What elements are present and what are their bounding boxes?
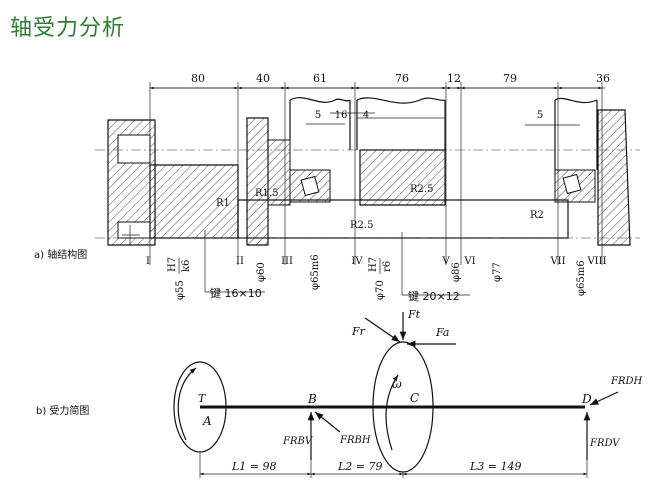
key-label: 键 16×10 [210, 286, 262, 300]
diameter-label: φ60 [256, 262, 267, 282]
dim-label: 76 [395, 72, 409, 85]
force-caption: b) 受力简图 [36, 404, 89, 417]
diameter-label: φ86 [451, 262, 462, 282]
point-label: B [307, 392, 317, 406]
force-label: FRBV [282, 436, 314, 447]
radius-label: R2.5 [410, 184, 433, 195]
radius-label: R1.5 [255, 188, 278, 199]
section-label: VI [463, 256, 475, 267]
section-label: V [441, 256, 450, 267]
fit-denominator: r6 [382, 261, 393, 272]
span-label: L2 = 79 [337, 460, 383, 473]
housing-left [267, 139, 291, 206]
span-label: L3 = 149 [469, 460, 522, 473]
dim-label: 61 [313, 72, 327, 85]
bearing-cover-right [597, 109, 631, 246]
omega-label: ω [392, 377, 402, 391]
span-label: L1 = 98 [231, 460, 277, 473]
point-label: D [581, 392, 592, 406]
radius-label: R2.5 [350, 220, 373, 231]
key-label: 键 20×12 [408, 289, 460, 303]
section-label: IV [351, 256, 363, 267]
torque-label: T [198, 392, 207, 405]
dim-label: 40 [256, 72, 270, 85]
small-dim-label: 5 [537, 110, 543, 121]
point-label: C [410, 391, 419, 405]
force-diagram: b) 受力简图 T A ω C B D Ft Fr Fa FRBV [36, 308, 642, 478]
bearing-2 [554, 169, 596, 203]
diameter-label: φ65m6 [310, 254, 321, 290]
section-labels: I II III IV V VI VII VIII [146, 256, 607, 267]
point-label: A [202, 414, 212, 428]
radius-label: R1 [216, 198, 230, 209]
shaft-assembly [95, 97, 640, 246]
fit-denominator: k6 [181, 260, 192, 272]
diameter-label: φ70 [375, 280, 386, 300]
force-label: FRBH [339, 435, 371, 446]
dim-label: 12 [447, 72, 461, 85]
section-label: VII [549, 256, 565, 267]
force-label: Fa [435, 326, 449, 339]
force-label: Fr [351, 325, 366, 338]
dim-label: 79 [503, 72, 517, 85]
small-dim-label: 4 [363, 110, 369, 121]
diameter-labels: φ55 H7 k6 φ60 φ65m6 φ70 H7 r6 φ86 φ77 φ6… [167, 230, 587, 303]
bearing-1 [289, 169, 331, 203]
bearing-cover [246, 117, 269, 246]
small-dim-label: 16 [335, 110, 348, 121]
shaft-segment-2 [237, 199, 569, 239]
slide-title: 轴受力分析 [10, 16, 126, 41]
diameter-label: φ77 [492, 262, 503, 282]
force-label: FRDH [610, 376, 642, 387]
fit-numerator: H7 [368, 257, 379, 272]
dim-label: 36 [596, 72, 610, 85]
dim-label: 80 [191, 72, 205, 85]
section-label: VIII [586, 256, 606, 267]
section-label: II [236, 256, 244, 267]
gear-body [359, 149, 446, 206]
force-label: FRDV [589, 438, 621, 449]
radius-labels: R1 R1.5 R2.5 R2.5 R2 [216, 184, 544, 231]
radius-label: R2 [530, 210, 544, 221]
structure-caption: a) 轴结构图 [34, 248, 87, 261]
small-dim-label: 5 [315, 110, 321, 121]
section-label: III [281, 256, 293, 267]
diameter-label: φ55 [175, 280, 186, 300]
section-label: I [146, 256, 150, 267]
force-label: Ft [407, 308, 421, 321]
diameter-label: φ65m6 [576, 260, 587, 296]
fit-numerator: H7 [167, 257, 178, 272]
